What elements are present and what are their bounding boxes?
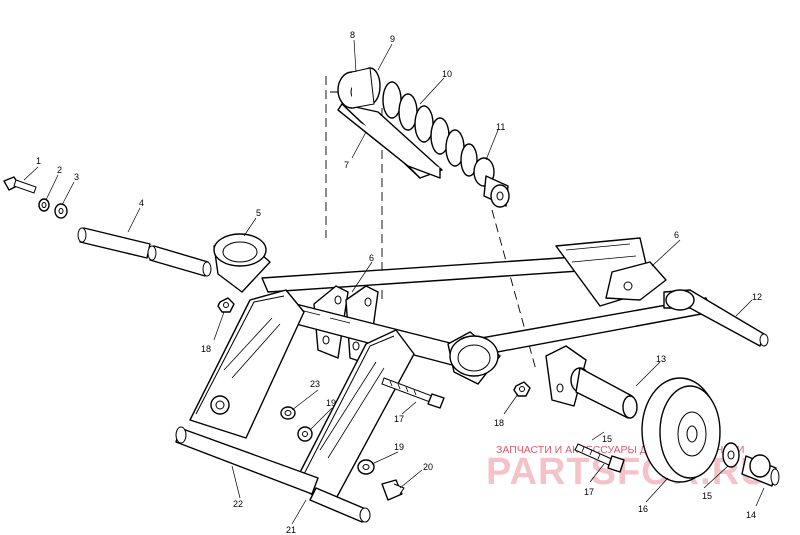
- label-12: 12: [752, 292, 762, 302]
- hardware-23-19-20: [280, 406, 405, 501]
- label-2: 2: [57, 165, 62, 175]
- label-13: 13: [656, 354, 666, 364]
- shock-top-eye-8-9: [337, 67, 381, 109]
- bolt-17-center: [381, 377, 445, 409]
- label-9: 9: [390, 34, 395, 44]
- label-23: 23: [310, 379, 320, 389]
- bolt-17-right: [574, 443, 625, 473]
- spacer-tubes-4: [77, 227, 212, 277]
- label-1: 1: [36, 156, 41, 166]
- shock-spring-10: [382, 81, 478, 177]
- label-6-center: 6: [369, 253, 374, 263]
- label-14: 14: [746, 510, 756, 520]
- pivot-housing-5: [213, 233, 271, 293]
- label-18-right: 18: [494, 418, 504, 428]
- label-17-right: 17: [584, 487, 594, 497]
- lower-cross-shafts: [175, 426, 371, 523]
- nuts-18: [217, 297, 531, 397]
- label-20: 20: [423, 462, 433, 472]
- label-15-right: 15: [702, 491, 712, 501]
- label-4: 4: [139, 198, 144, 208]
- label-11: 11: [496, 122, 505, 132]
- washer-15-spacer-14: [722, 442, 780, 487]
- watermark-logo: PARTSFOR.RU: [486, 451, 769, 493]
- label-6-right: 6: [674, 230, 679, 240]
- label-10: 10: [442, 69, 452, 79]
- shock-body-7: [337, 103, 443, 179]
- label-16: 16: [638, 504, 648, 514]
- shock-lower-eye-11: [473, 157, 510, 208]
- bolt-1-washers-2-3: [3, 176, 68, 219]
- label-7: 7: [344, 160, 349, 170]
- idler-wheel-16: [641, 377, 721, 483]
- label-15-left: 15: [602, 434, 612, 444]
- part-number-labels: 1 2 3 4 5 6 6 7 8 9 10 11 12 13 14 15 15…: [36, 30, 762, 535]
- axle-12: [663, 289, 769, 347]
- leader-lines: [23, 39, 765, 525]
- label-17-center: 17: [394, 414, 404, 424]
- label-8: 8: [350, 30, 355, 40]
- label-5: 5: [256, 208, 261, 218]
- label-3: 3: [74, 172, 79, 182]
- label-21: 21: [286, 525, 296, 535]
- left-arm-plates-22: [189, 289, 305, 439]
- label-18-left: 18: [201, 344, 211, 354]
- label-19-lower: 19: [394, 442, 404, 452]
- axle-stub-13: [570, 367, 638, 419]
- right-pivot-housing: [447, 331, 501, 385]
- label-19-upper: 19: [326, 398, 336, 408]
- label-22: 22: [233, 499, 243, 509]
